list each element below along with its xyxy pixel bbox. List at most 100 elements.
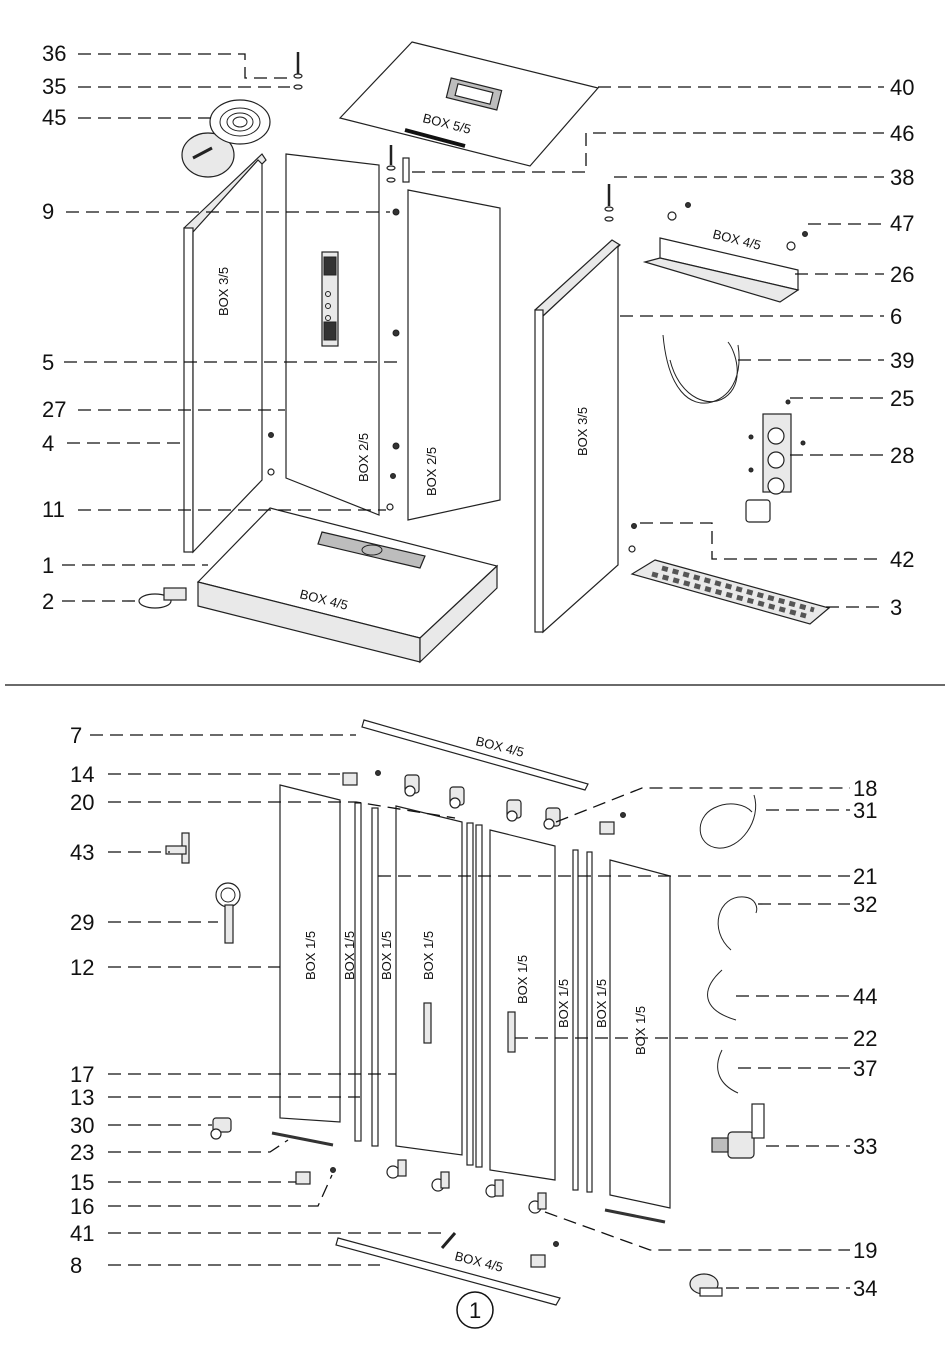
callout-26: 26 [890,262,914,287]
label-box2-right: BOX 2/5 [424,447,439,496]
tee-connector [166,833,189,863]
callout-28: 28 [890,443,914,468]
callout-34: 34 [853,1276,877,1301]
callout-29: 29 [70,910,94,935]
valve [712,1104,764,1158]
shower-tray [198,508,497,662]
callout-30: 30 [70,1113,94,1138]
vertical-profiles-center [467,823,482,1167]
bottom-rail [336,1238,560,1305]
elbow-connector [211,1118,231,1139]
screw-16 [331,1168,336,1173]
callout-46: 46 [890,121,914,146]
callout-1: 1 [42,553,54,578]
top-rail [362,720,588,790]
callout-5: 5 [42,350,54,375]
callout-7: 7 [70,723,82,748]
clip-14 [343,773,357,785]
callout-42: 42 [890,547,914,572]
bolt-38 [605,184,613,221]
callout-8: 8 [70,1253,82,1278]
callout-43: 43 [70,840,94,865]
floor-grate [632,560,829,624]
back-wall-right [408,190,500,520]
label-box3-left: BOX 3/5 [216,267,231,316]
bracket-46 [403,158,409,182]
hose-37 [718,1050,738,1093]
callout-36: 36 [42,41,66,66]
hose-32 [718,897,757,950]
screw-right-top [621,813,626,818]
callout-13: 13 [70,1085,94,1110]
callout-2: 2 [42,589,54,614]
label-box3-right: BOX 3/5 [575,407,590,456]
callout-44: 44 [853,984,877,1009]
hose-44 [708,970,736,1020]
label-box1-d: BOX 1/5 [421,931,436,980]
label-box4-bracket: BOX 4/5 [711,226,762,252]
callout-45: 45 [42,105,66,130]
callout-35: 35 [42,74,66,99]
screw-bottom-right [554,1242,559,1247]
top-assembly [139,42,829,662]
pipe-clamp [690,1274,722,1296]
callout-22: 22 [853,1026,877,1051]
callout-41: 41 [70,1221,94,1246]
drain-siphon [139,588,186,608]
callout-39: 39 [890,348,914,373]
callout-31: 31 [853,798,877,823]
label-box1-a: BOX 1/5 [303,931,318,980]
screw-top [376,771,381,776]
callout-47: 47 [890,211,914,236]
vertical-profiles-right [573,850,592,1192]
label-box2-left: BOX 2/5 [356,433,371,482]
thermostatic-mixer [746,400,805,522]
label-box1-g: BOX 1/5 [594,979,609,1028]
sliding-door-right [490,830,555,1180]
panel-screws [387,145,399,449]
callout-11: 11 [42,497,65,522]
clip-right-top [600,822,614,834]
label-box1-h: BOX 1/5 [633,1006,648,1055]
callout-32: 32 [853,892,877,917]
callout-14: 14 [70,762,94,787]
callout-9: 9 [42,199,54,224]
clip-15 [296,1172,310,1184]
callout-38: 38 [890,165,914,190]
callout-25: 25 [890,386,914,411]
label-box1-c: BOX 1/5 [379,931,394,980]
callout-33: 33 [853,1134,877,1159]
callout-27: 27 [42,397,66,422]
shower-hose [663,335,739,403]
label-box1-b: BOX 1/5 [342,931,357,980]
callout-4: 4 [42,431,54,456]
label-box1-e: BOX 1/5 [515,955,530,1004]
roof-panel [340,42,598,166]
callout-6: 6 [890,304,902,329]
callout-3: 3 [890,595,902,620]
top-bolt-washer [294,52,302,89]
callout-21: 21 [853,864,877,889]
callout-16: 16 [70,1194,94,1219]
page-number: 1 [469,1298,481,1323]
callout-23: 23 [70,1140,94,1165]
callout-17: 17 [70,1062,94,1087]
clip-bottom-right [531,1255,545,1267]
seal-23 [272,1133,333,1145]
callout-15: 15 [70,1170,94,1195]
callout-37: 37 [853,1056,877,1081]
seal-right [605,1210,665,1222]
label-box1-f: BOX 1/5 [556,979,571,1028]
callout-19: 19 [853,1238,877,1263]
bolt-41 [442,1233,455,1248]
bottom-assembly [166,720,764,1328]
mounting-bracket [645,238,798,302]
vertical-profiles-left [355,803,378,1146]
hand-shower [216,883,240,943]
callout-20: 20 [70,790,94,815]
callout-40: 40 [890,75,914,100]
callout-numbers-bottom: 7 14 20 43 29 12 17 13 30 23 15 16 41 8 … [70,723,877,1301]
hose-31 [700,795,756,848]
callout-12: 12 [70,955,94,980]
